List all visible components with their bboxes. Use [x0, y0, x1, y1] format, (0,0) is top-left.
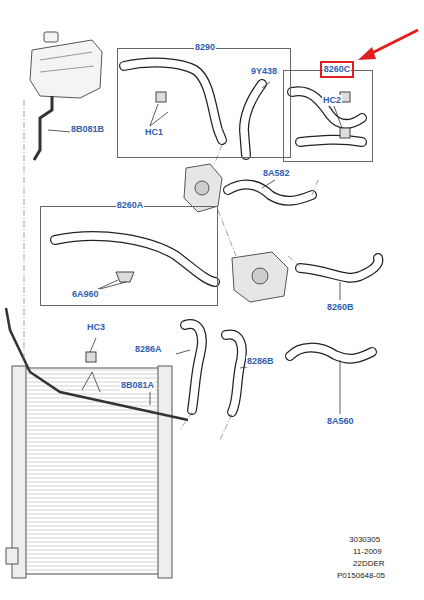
- coolant-hose: [124, 63, 222, 140]
- group-number: 8290: [194, 42, 216, 53]
- clip-label: 6A960: [71, 289, 100, 300]
- hose-outline: [226, 335, 242, 412]
- part-number: 8B081A: [120, 380, 155, 391]
- clip-label: HC2: [322, 95, 342, 106]
- part-number: 9Y438: [250, 66, 278, 77]
- coolant-hose: [290, 348, 372, 359]
- hose-outline: [244, 84, 262, 155]
- part-number: 8260B: [326, 302, 355, 313]
- coolant-hose: [226, 335, 242, 412]
- hose-outline: [124, 63, 222, 140]
- part-number: 8B081B: [70, 124, 105, 135]
- group-box: 8290HC1: [117, 48, 291, 158]
- illustration-id: P0150648-05: [336, 570, 386, 581]
- clip-label: HC3: [86, 322, 106, 333]
- hose-outline: [292, 91, 362, 124]
- coolant-hose: [55, 236, 215, 282]
- coolant-hose: [292, 91, 362, 124]
- coolant-hose: [244, 84, 262, 155]
- coolant-hose: [228, 185, 312, 201]
- part-number: 8A560: [326, 416, 355, 427]
- coolant-hose: [185, 324, 202, 410]
- part-number: 8286A: [134, 344, 163, 355]
- drawing-number: 3030305: [348, 534, 381, 545]
- hose-outline: [228, 185, 312, 201]
- group-box: 8260CHC2: [283, 70, 373, 162]
- group-number: 8260A: [116, 200, 145, 211]
- model-code: 22DDER: [352, 558, 386, 569]
- part-number: 8286B: [246, 356, 275, 367]
- hose-outline: [185, 324, 202, 410]
- coolant-hose: [300, 140, 362, 142]
- hose-outline: [300, 140, 362, 142]
- group-box: 8260A6A960: [40, 206, 218, 306]
- coolant-hose: [300, 258, 378, 278]
- drawing-date: 11-2009: [352, 546, 383, 557]
- part-number: 8A582: [262, 168, 291, 179]
- group-number: 8260C: [323, 64, 352, 75]
- hose-outline: [55, 236, 215, 282]
- clip-label: HC1: [144, 127, 164, 138]
- hose-outline: [300, 258, 378, 278]
- hose-outline: [290, 348, 372, 359]
